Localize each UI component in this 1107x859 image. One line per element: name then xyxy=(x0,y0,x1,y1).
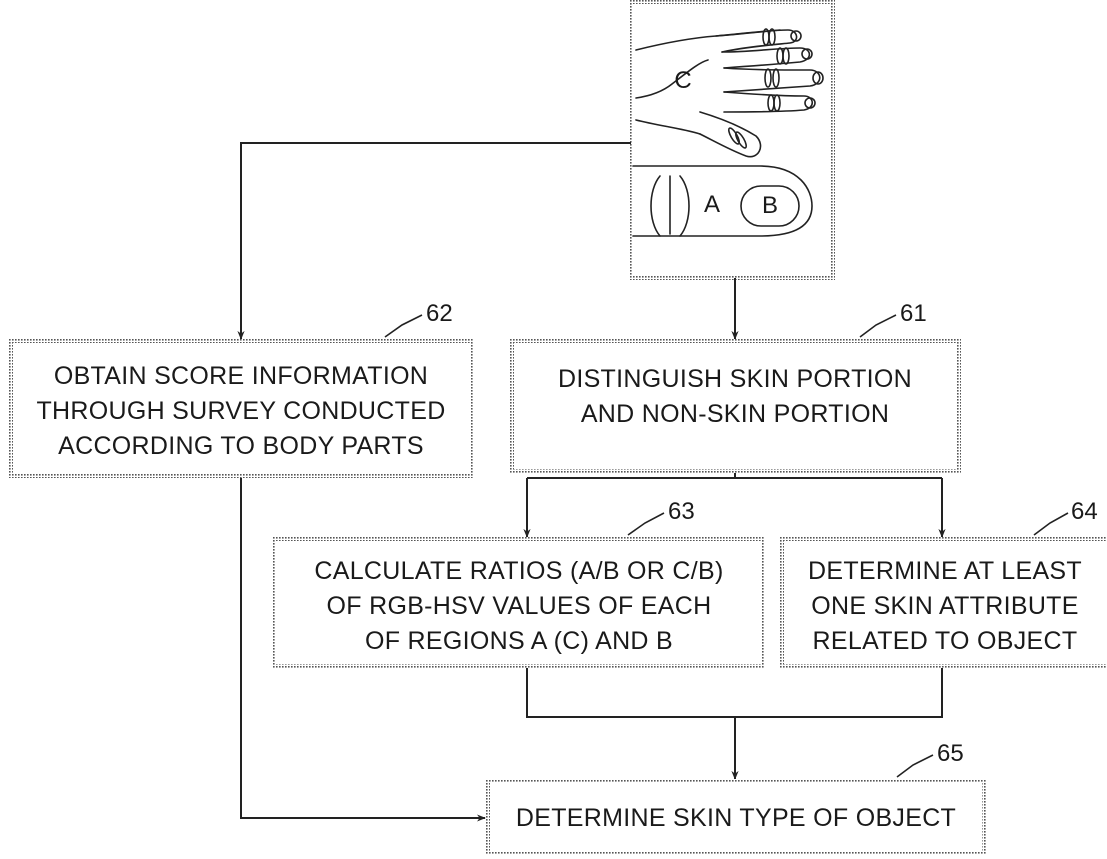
step-64-line-2: ONE SKIN ATTRIBUTE xyxy=(811,592,1078,620)
step-64-line-1: DETERMINE AT LEAST xyxy=(808,557,1082,585)
step-65-line-1: DETERMINE SKIN TYPE OF OBJECT xyxy=(516,804,956,832)
step-62-frame xyxy=(9,339,474,478)
step-61-leader xyxy=(859,314,897,338)
step-63-line-1: CALCULATE RATIOS (A/B OR C/B) xyxy=(314,557,723,585)
step-62-line-3: ACCORDING TO BODY PARTS xyxy=(58,432,424,460)
step-62-box: OBTAIN SCORE INFORMATION THROUGH SURVEY … xyxy=(9,300,474,478)
step-63-ref: 63 xyxy=(668,498,695,525)
step-63-frame xyxy=(272,537,765,668)
step-65-box: DETERMINE SKIN TYPE OF OBJECT 65 xyxy=(486,740,986,855)
region-c-label: C xyxy=(674,67,691,94)
line-merge xyxy=(526,666,943,718)
step-63-line-2: OF RGB-HSV VALUES OF EACH xyxy=(327,592,712,620)
step-63-leader xyxy=(627,512,665,536)
step-64-line-3: RELATED TO OBJECT xyxy=(813,627,1078,655)
finger-closeup-drawing xyxy=(632,165,813,237)
step-64-leader xyxy=(1033,512,1069,536)
step-64-ref: 64 xyxy=(1071,498,1098,525)
step-62-ref: 62 xyxy=(426,300,453,327)
connectors xyxy=(237,142,946,822)
step-61-line-2: AND NON-SKIN PORTION xyxy=(581,400,889,428)
step-64-frame xyxy=(780,537,1107,668)
region-a-label: A xyxy=(704,191,720,218)
step-65-ref: 65 xyxy=(937,740,964,767)
step-62-line-2: THROUGH SURVEY CONDUCTED xyxy=(36,397,445,425)
step-62-leader xyxy=(384,314,423,338)
hand-image-panel: C A B xyxy=(629,0,835,280)
step-63-box: CALCULATE RATIOS (A/B OR C/B) OF RGB-HSV… xyxy=(272,498,765,668)
step-61-frame xyxy=(510,339,961,473)
arrow-image-to-62 xyxy=(237,142,631,340)
step-61-ref: 61 xyxy=(900,300,927,327)
step-64-box: DETERMINE AT LEAST ONE SKIN ATTRIBUTE RE… xyxy=(780,498,1107,668)
step-65-leader xyxy=(896,754,934,778)
arrow-62-to-65 xyxy=(240,476,486,822)
step-65-frame xyxy=(486,779,986,855)
hand-drawing xyxy=(635,28,824,158)
step-63-line-3: OF REGIONS A (C) AND B xyxy=(365,627,673,655)
region-b-label: B xyxy=(762,192,778,219)
step-62-line-1: OBTAIN SCORE INFORMATION xyxy=(54,362,428,390)
step-61-box: DISTINGUISH SKIN PORTION AND NON-SKIN PO… xyxy=(510,300,961,473)
step-61-line-1: DISTINGUISH SKIN PORTION xyxy=(558,365,912,393)
